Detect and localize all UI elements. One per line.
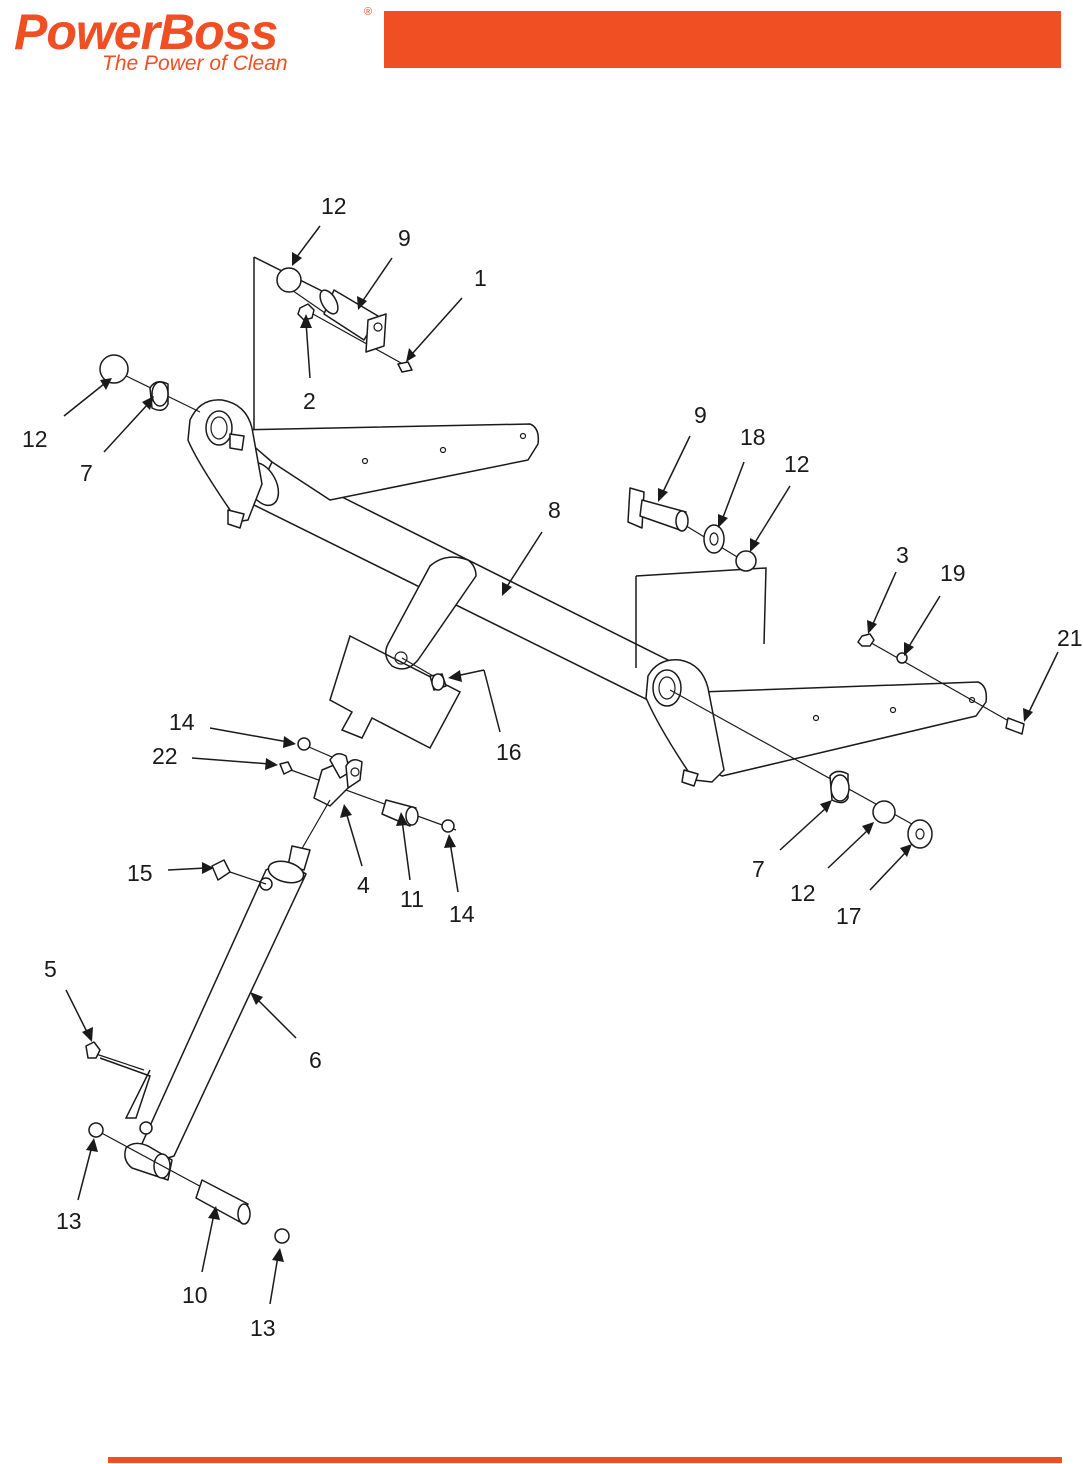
center-link-pin: [401, 657, 447, 691]
right-bushing-group: [669, 689, 933, 849]
callout-16: 16: [496, 739, 522, 765]
callout-17: 17: [836, 903, 862, 929]
center-link-bracket: [385, 556, 477, 670]
left-arm-plate: [234, 423, 540, 501]
callout-1: 1: [474, 265, 487, 291]
callout-13: 13: [250, 1315, 276, 1341]
callout-6: 6: [309, 1047, 322, 1073]
right-bolt-group: [857, 633, 1025, 735]
footer-rule: [108, 1457, 1062, 1463]
callout-14: 14: [169, 709, 195, 735]
powerboss-logo: PowerBoss ® The Power of Clean: [10, 4, 380, 76]
callout-11: 11: [400, 886, 424, 912]
callout-3: 3: [896, 542, 909, 568]
callout-2: 2: [303, 388, 316, 414]
callout-4: 4: [357, 872, 370, 898]
callout-14: 14: [449, 901, 475, 927]
callout-18: 18: [740, 424, 766, 450]
callout-9: 9: [398, 225, 411, 251]
left-pivot-bracket: [187, 399, 263, 529]
hydraulic-cylinder: [124, 799, 331, 1181]
callout-7: 7: [752, 856, 765, 882]
callout-19: 19: [940, 560, 966, 586]
callout-12: 12: [22, 426, 48, 452]
right-pivot-bracket: [645, 659, 725, 787]
brand-name: PowerBoss: [14, 4, 278, 60]
left-bushing-group: [99, 354, 201, 413]
center-reference-plane: [329, 634, 462, 750]
callout-7: 7: [80, 460, 93, 486]
cylinder-fittings: [85, 859, 267, 1071]
header-bar: [384, 11, 1061, 68]
callout-5: 5: [44, 956, 57, 982]
callout-12: 12: [321, 193, 347, 219]
top-pin-assembly: [276, 267, 413, 373]
callout-22: 22: [152, 743, 178, 769]
callout-labels: 12 9 1 2 12 7 9 18 12 8 3 19 21 14 22 16…: [22, 193, 1083, 1341]
right-pin-reference-plane: [635, 567, 767, 668]
leader-lines: [63, 225, 1059, 1305]
lift-arm-assembly-drawing: 12 9 1 2 12 7 9 18 12 8 3 19 21 14 22 16…: [22, 193, 1083, 1341]
right-arm-plate: [689, 681, 988, 777]
callout-15: 15: [127, 860, 153, 886]
callout-13: 13: [56, 1208, 82, 1234]
brand-tagline: The Power of Clean: [102, 52, 288, 75]
registered-mark: ®: [364, 6, 373, 18]
top-pin-reference-plane: [253, 256, 381, 430]
callout-10: 10: [182, 1282, 208, 1308]
callout-12: 12: [790, 880, 816, 906]
right-pin-assembly: [627, 487, 757, 572]
callout-9: 9: [694, 402, 707, 428]
callout-12: 12: [784, 451, 810, 477]
lower-pin-group: [88, 1122, 290, 1244]
clevis-group: [279, 737, 457, 833]
cylinder-reference-plane: [99, 1057, 151, 1119]
callout-21: 21: [1057, 625, 1083, 651]
callout-8: 8: [548, 497, 561, 523]
